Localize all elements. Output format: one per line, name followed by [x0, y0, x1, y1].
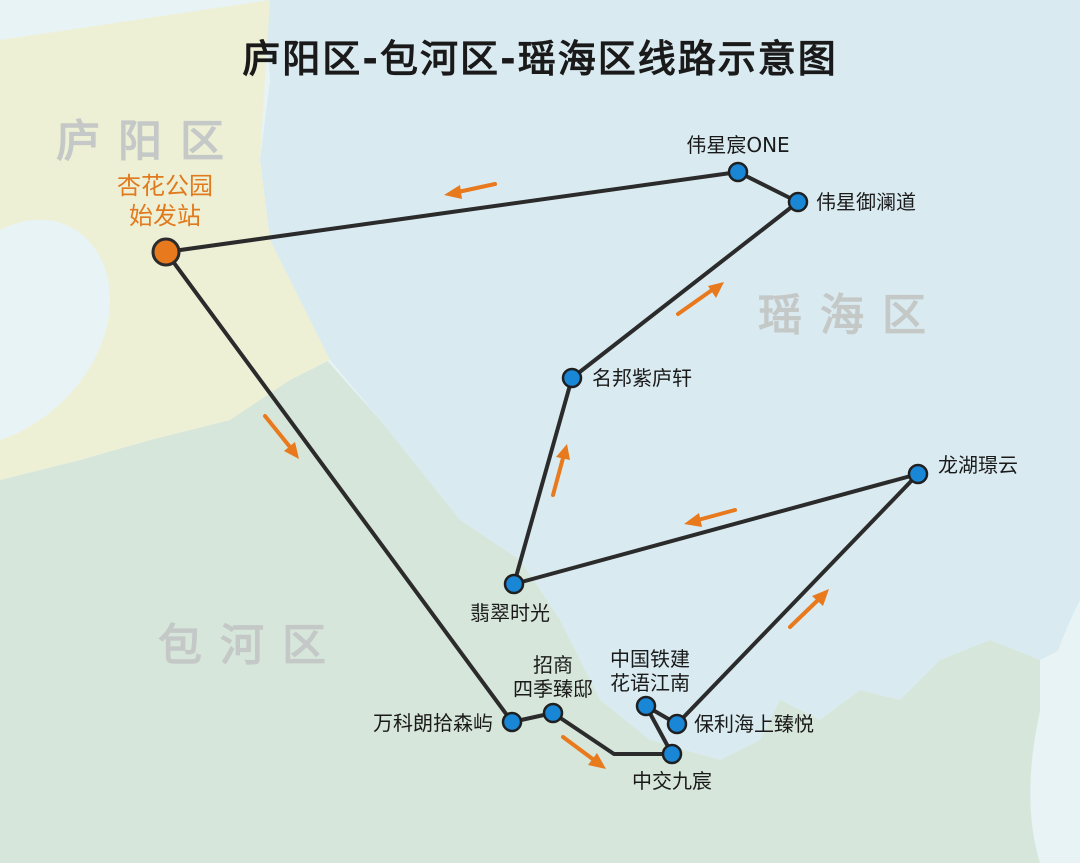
stop-marker-poly[interactable] — [666, 713, 688, 735]
stop-label-zhongtie-line1: 中国铁建 — [610, 647, 690, 671]
direction-arrow — [444, 182, 497, 199]
stop-label-mingbang: 名邦紫庐轩 — [592, 366, 692, 390]
district-luyang-label: 庐阳区 — [56, 116, 242, 167]
stop-marker-zhongtie[interactable] — [635, 695, 657, 717]
origin-station-marker[interactable] — [151, 237, 181, 267]
stop-label-weixing-one: 伟星宸ONE — [686, 133, 789, 157]
stop-label-zhaoshang-line2: 四季臻邸 — [513, 677, 593, 701]
stop-marker-weixing-one[interactable] — [727, 161, 749, 183]
district-baohe-label: 包河区 — [158, 620, 344, 671]
stop-marker-zhongjiao[interactable] — [661, 743, 683, 765]
river-east — [1030, 600, 1080, 863]
origin-station-tag: 始发站 — [129, 202, 201, 230]
map-title: 庐阳区-包河区-瑶海区线路示意图 — [242, 37, 838, 81]
direction-arrow — [561, 735, 606, 769]
stop-marker-mingbang[interactable] — [561, 367, 583, 389]
stop-marker-longhu[interactable] — [907, 463, 929, 485]
stop-label-zhongjiao: 中交九宸 — [632, 769, 712, 793]
stop-label-vanke: 万科朗拾森屿 — [373, 711, 493, 735]
stop-label-weixing-yulan: 伟星御澜道 — [816, 190, 916, 214]
direction-arrow — [263, 414, 299, 459]
baohe-area — [0, 330, 1040, 863]
stop-label-poly: 保利海上臻悦 — [694, 712, 814, 736]
stop-marker-zhaoshang[interactable] — [542, 702, 564, 724]
direction-arrow — [788, 589, 829, 629]
stop-marker-weixing-yulan[interactable] — [787, 191, 809, 213]
direction-arrow — [551, 444, 570, 497]
district-yaohai-label: 瑶海区 — [758, 290, 944, 341]
stop-marker-vanke[interactable] — [501, 711, 523, 733]
direction-arrow — [676, 282, 724, 316]
stop-label-feicui: 翡翠时光 — [470, 601, 550, 625]
origin-station-name: 杏花公园 — [117, 172, 213, 200]
stop-marker-feicui[interactable] — [503, 573, 525, 595]
stop-label-zhaoshang-line1: 招商 — [533, 653, 573, 677]
direction-arrow — [684, 508, 737, 527]
river — [0, 219, 110, 440]
stop-label-longhu: 龙湖璟云 — [938, 453, 1018, 477]
stop-label-zhongtie-line2: 花语江南 — [610, 671, 690, 695]
